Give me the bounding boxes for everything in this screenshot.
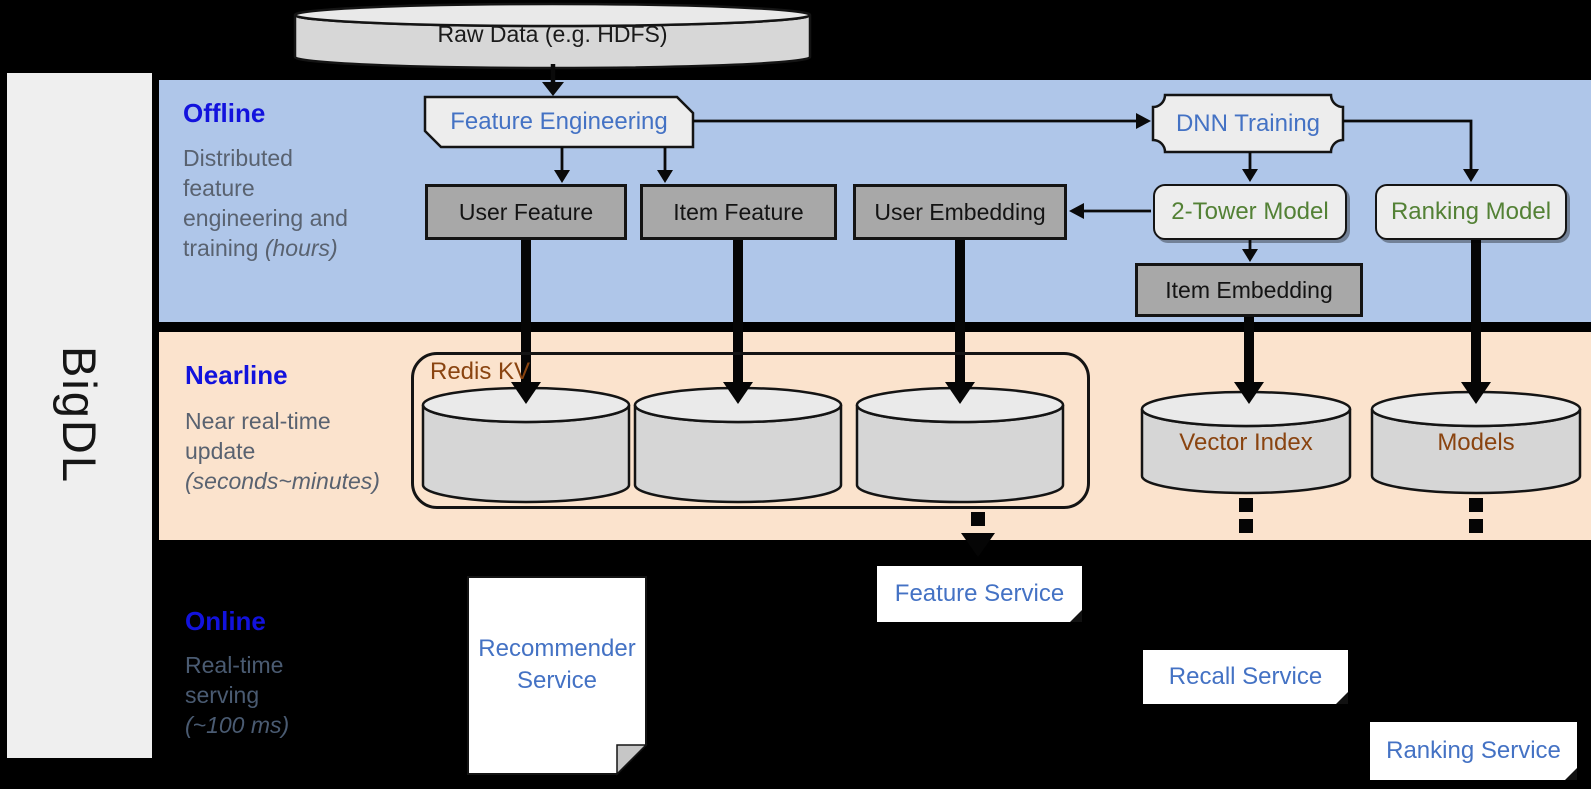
vector-index-dashes <box>1239 498 1253 533</box>
offline-section-desc: Distributed feature engineering and trai… <box>183 145 348 261</box>
user-feature-node: User Feature <box>425 184 627 240</box>
redis-kv-label: Redis KV <box>430 358 531 385</box>
raw-data-label: Raw Data (e.g. HDFS) <box>437 20 668 47</box>
dnn-training-shape <box>1151 93 1345 154</box>
nearline-section-desc: Near real-time update (seconds~minutes) <box>185 408 380 494</box>
bigdl-sidebar: BigDL <box>7 73 152 758</box>
offline-section-title: Offline <box>183 98 266 128</box>
nearline-section-title: Nearline <box>185 360 288 390</box>
item-embedding-node: Item Embedding <box>1135 263 1363 317</box>
recall-service-node: Recall Service <box>1143 650 1348 704</box>
vector-index-cylinder <box>1140 390 1352 495</box>
kv-cylinder-1 <box>421 386 631 504</box>
kv-cylinder-2 <box>633 386 843 504</box>
bigdl-brand-label: BigDL <box>53 346 106 485</box>
feature-engineering-node: Feature Engineering <box>450 108 668 135</box>
feature-engineering-shape <box>423 95 695 149</box>
two-tower-model-node: 2-Tower Model <box>1153 184 1347 240</box>
models-cylinder <box>1370 390 1582 495</box>
redis-kv-container <box>411 352 1090 509</box>
dnn-training-node: DNN Training <box>1175 109 1321 137</box>
raw-data-cylinder <box>293 2 812 70</box>
item-feature-pipe <box>723 239 753 404</box>
dnn-to-ranking-model-arrow <box>1343 119 1479 182</box>
item-feature-node: Item Feature <box>640 184 837 240</box>
models-label: Models <box>1437 429 1515 456</box>
raw-to-feature-engineering-arrow <box>542 64 564 96</box>
dnn-to-two-tower-arrow <box>1242 152 1258 182</box>
online-section-desc: Real-time serving (~100 ms) <box>185 652 290 738</box>
user-embedding-pipe <box>945 239 975 404</box>
online-section-title: Online <box>185 606 266 636</box>
item-embedding-pipe <box>1234 316 1264 404</box>
ranking-service-node: Ranking Service <box>1370 722 1577 780</box>
models-dashes <box>1469 498 1483 533</box>
ranking-model-node: Ranking Model <box>1375 184 1567 240</box>
redis-to-feature-service-arrow <box>961 512 995 557</box>
recommender-service-doc-shape <box>467 576 648 776</box>
user-feature-pipe <box>511 239 541 404</box>
kv-cylinder-3 <box>855 386 1065 504</box>
recommender-service-node: Recommender Service <box>478 635 636 694</box>
two-tower-to-item-embedding-arrow <box>1242 240 1258 262</box>
fe-to-item-feature-arrow <box>657 147 673 183</box>
fe-to-dnn-training-arrow <box>693 113 1151 129</box>
vector-index-label: Vector Index <box>1179 429 1313 456</box>
two-tower-to-user-embedding-arrow <box>1069 203 1151 219</box>
ranking-model-pipe <box>1461 239 1491 404</box>
feature-service-node: Feature Service <box>877 566 1082 622</box>
user-embedding-node: User Embedding <box>853 184 1067 240</box>
fe-to-user-feature-arrow <box>554 147 570 183</box>
